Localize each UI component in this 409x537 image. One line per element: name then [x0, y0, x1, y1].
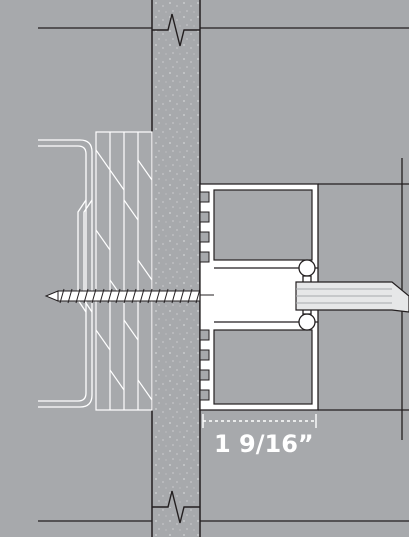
aluminum-profile [199, 183, 319, 411]
board-layers [95, 131, 153, 411]
glass-panel [295, 281, 409, 313]
construction-lines [38, 27, 409, 522]
screw-icon [44, 280, 213, 312]
stud-channel [38, 139, 93, 408]
dimension-line [202, 414, 317, 428]
dimension-label: 1 9/16” [214, 430, 314, 458]
concrete-wall [151, 0, 201, 537]
adjacent-frame [318, 158, 409, 440]
